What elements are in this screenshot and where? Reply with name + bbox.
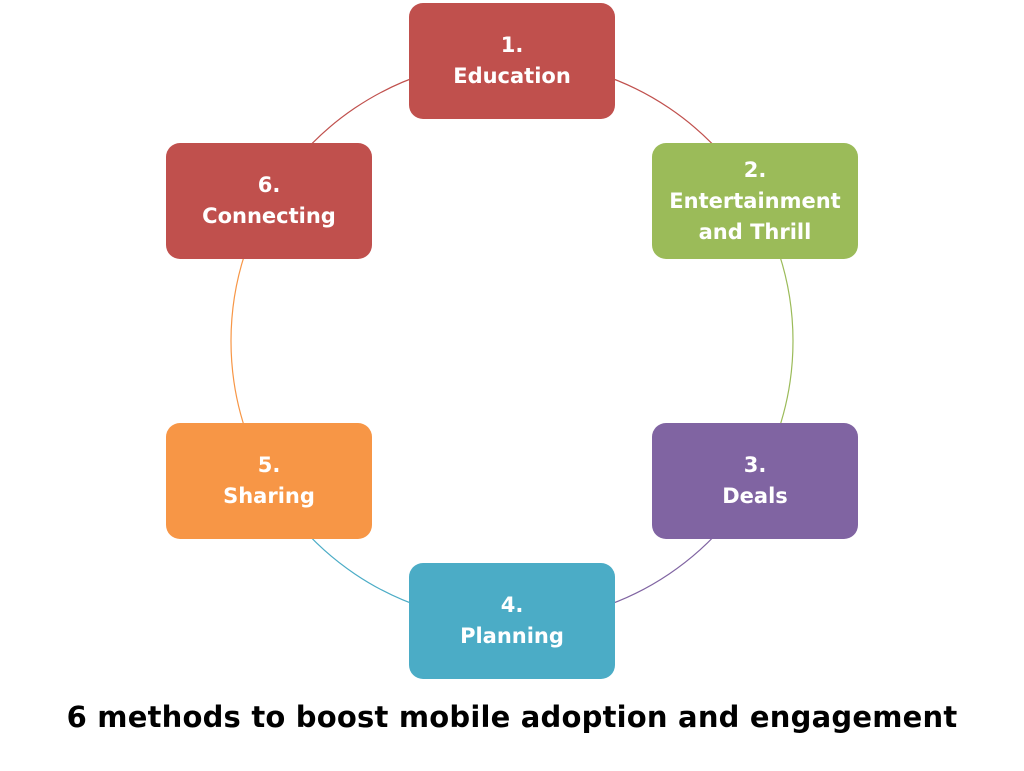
step-label: Sharing — [223, 484, 315, 508]
step-label: Planning — [460, 624, 564, 648]
ring-arc-5 — [230, 235, 253, 447]
step-deals-box: 3. Deals — [652, 423, 858, 539]
step-connecting-box: 6. Connecting — [166, 143, 372, 259]
step-label: Education — [453, 64, 571, 88]
step-number: 5. — [257, 453, 281, 477]
step-label: Entertainment and Thrill — [669, 188, 841, 244]
step-number: 3. — [743, 453, 767, 477]
step-label: Deals — [722, 484, 788, 508]
step-entertainment-box: 2. Entertainment and Thrill — [652, 143, 858, 259]
step-label: Connecting — [202, 204, 336, 228]
step-number: 1. — [500, 33, 524, 57]
step-number: 6. — [257, 173, 281, 197]
diagram-caption: 6 methods to boost mobile adoption and e… — [66, 700, 958, 734]
ring-arc-2 — [771, 235, 794, 447]
step-planning-box: 4. Planning — [409, 563, 615, 679]
step-sharing-box: 5. Sharing — [166, 423, 372, 539]
step-education-box: 1. Education — [409, 3, 615, 119]
step-number: 2. — [743, 157, 767, 182]
step-number: 4. — [500, 593, 524, 617]
